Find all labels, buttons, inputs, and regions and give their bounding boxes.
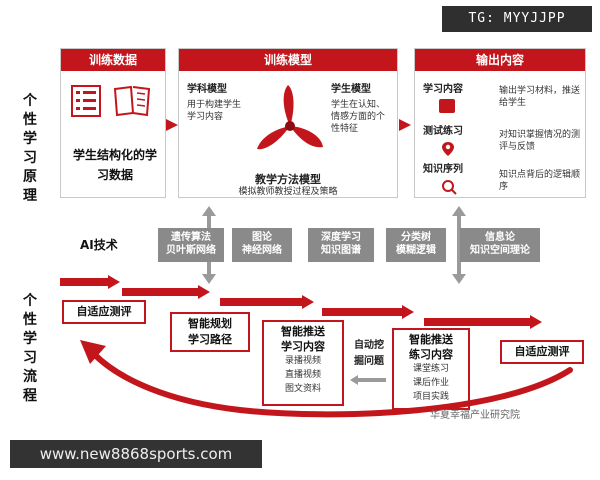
push-exercise-item: 课堂练习 <box>412 364 449 374</box>
output-title: 输出内容 <box>415 49 585 71</box>
subject-model-name: 学科模型 <box>187 84 227 95</box>
ai-tech-line1: 遗传算法 <box>171 232 211 243</box>
ai-tech-line2: 知识图谱 <box>321 245 361 256</box>
ai-tech-line1: 分类树 <box>401 232 431 243</box>
output-item-desc: 输出学习材料，推送给学生 <box>499 86 581 108</box>
push-content-line2: 学习内容 <box>281 340 325 353</box>
output-item-desc: 对知识掌握情况的测评与反馈 <box>499 130 581 152</box>
push-exercise-box: 智能推送 练习内容 课堂练习 课后作业 项目实践 <box>392 328 470 410</box>
ai-tech-item: 信息论 知识空间理论 <box>460 228 540 262</box>
process-arrow-icon <box>322 304 414 319</box>
training-model-title: 训练模型 <box>179 49 397 71</box>
output-item-name: 测试练习 <box>423 126 463 137</box>
propeller-icon <box>253 81 327 171</box>
output-item-desc: 知识点背后的逻辑顺序 <box>499 170 581 192</box>
ai-tech-line2: 神经网络 <box>242 245 282 256</box>
training-data-title: 训练数据 <box>61 49 165 71</box>
push-content-box: 智能推送 学习内容 录播视频 直播视频 图文资料 <box>262 320 344 406</box>
smart-planning-box: 智能规划 学习路径 <box>170 312 250 352</box>
smart-planning-line1: 智能规划 <box>188 317 232 330</box>
output-item-name: 学习内容 <box>423 84 463 95</box>
footer-url: www.new8868sports.com <box>10 440 262 468</box>
ai-tech-line1: 图论 <box>252 232 272 243</box>
training-data-panel: 训练数据 学生结构化的学习数据 <box>60 48 166 198</box>
ai-tech-line2: 知识空间理论 <box>470 245 530 256</box>
process-section-label: 个性学习流程 <box>23 293 37 404</box>
push-exercise-line1: 智能推送 <box>409 333 453 346</box>
left-arrow-icon <box>350 370 386 385</box>
credit-text: 华夏幸福产业研究院 <box>430 410 520 421</box>
principle-section-label: 个性学习原理 <box>23 93 37 204</box>
flow-arrow-icon <box>399 116 411 131</box>
ai-tech-line2: 模糊逻辑 <box>396 245 436 256</box>
book-icon <box>439 99 455 113</box>
output-panel: 输出内容 学习内容 输出学习材料，推送给学生 测试练习 对知识掌握情况的测评与反… <box>414 48 586 198</box>
final-assessment-box: 自适应测评 <box>500 340 584 364</box>
process-arrow-icon <box>220 294 314 309</box>
list-icon <box>71 85 101 117</box>
ai-tech-label: AI技术 <box>80 238 118 252</box>
ai-tech-item: 分类树 模糊逻辑 <box>386 228 446 262</box>
flow-arrow-icon <box>166 116 178 131</box>
teaching-model-desc: 模拟教师教授过程及策略 <box>238 187 338 197</box>
training-model-panel: 训练模型 学科模型 用于构建学生学习内容 学生模型 学生在认知、情感方面的个性特… <box>178 48 398 198</box>
smart-planning-line2: 学习路径 <box>188 333 232 346</box>
push-content-item: 图文资料 <box>284 384 321 394</box>
push-exercise-item: 项目实践 <box>412 392 449 402</box>
process-arrow-icon <box>122 284 210 299</box>
output-item-name: 知识序列 <box>423 164 463 175</box>
student-model-name: 学生模型 <box>331 84 371 95</box>
push-content-item: 直播视频 <box>284 370 321 380</box>
double-arrow-icon <box>452 206 466 284</box>
ai-tech-line1: 深度学习 <box>321 232 361 243</box>
auto-mining-line1: 自动挖 <box>354 340 384 351</box>
student-model-desc: 学生在认知、情感方面的个性特征 <box>331 100 386 134</box>
push-exercise-line2: 练习内容 <box>409 348 453 361</box>
teaching-model-name: 教学方法模型 <box>255 173 321 186</box>
push-exercise-item: 课后作业 <box>412 378 449 388</box>
magnifier-icon <box>441 179 457 195</box>
process-arrow-icon <box>424 314 542 329</box>
ai-tech-item: 图论 神经网络 <box>232 228 292 262</box>
training-data-desc: 学生结构化的学习数据 <box>73 148 158 182</box>
ai-tech-item: 遗传算法 贝叶斯网络 <box>158 228 224 262</box>
book-icon <box>111 83 155 119</box>
auto-mining-label: 自动挖 掘问题 <box>350 338 388 370</box>
telegram-tag: TG: MYYJJPP <box>442 6 592 32</box>
ai-tech-line2: 贝叶斯网络 <box>166 245 216 256</box>
ai-tech-line1: 信息论 <box>485 232 515 243</box>
location-pin-icon <box>441 141 455 157</box>
push-content-line1: 智能推送 <box>281 325 325 338</box>
subject-model-desc: 用于构建学生学习内容 <box>187 100 242 122</box>
adaptive-assessment-box: 自适应测评 <box>62 300 146 324</box>
process-arrow-icon <box>60 274 120 289</box>
auto-mining-line2: 掘问题 <box>354 356 384 367</box>
return-curve-arrow-icon <box>80 340 580 420</box>
ai-tech-item: 深度学习 知识图谱 <box>308 228 374 262</box>
push-content-item: 录播视频 <box>284 356 321 366</box>
